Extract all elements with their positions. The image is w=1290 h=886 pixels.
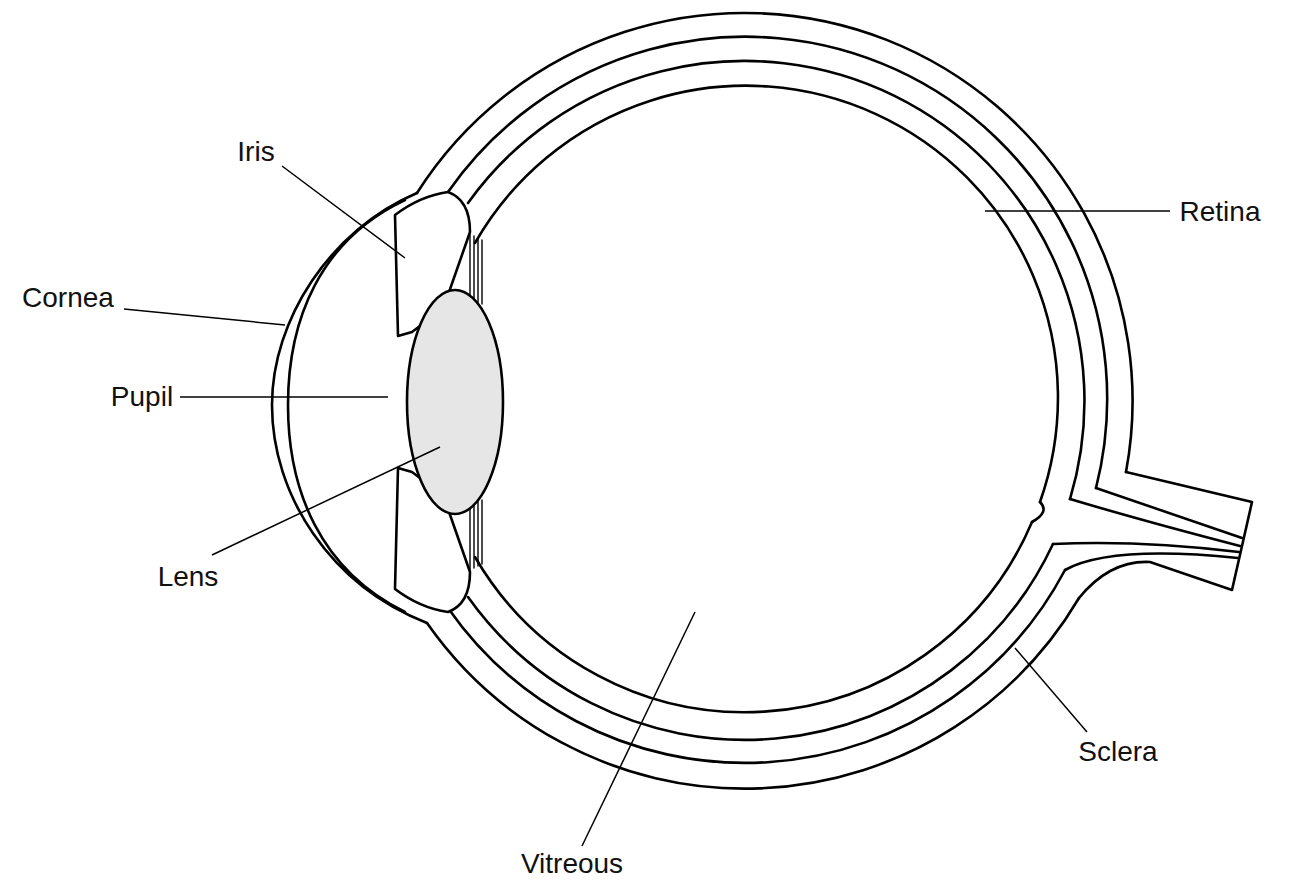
part-label: Pupil <box>111 383 173 411</box>
leader-line <box>582 612 695 846</box>
retina-inner <box>475 522 1032 712</box>
part-label: Sclera <box>1078 738 1157 766</box>
optic-disc <box>1032 502 1044 522</box>
retina-layer <box>468 61 1084 499</box>
leader-line <box>282 166 405 258</box>
part-label: Retina <box>1180 198 1261 226</box>
retina-layer <box>468 544 1053 740</box>
zonule-fibre <box>470 234 482 304</box>
sclera-outline <box>417 13 1133 472</box>
part-label: Iris <box>237 138 274 166</box>
zonule-fibre <box>470 500 482 570</box>
leader-line <box>985 210 1170 212</box>
leader-line <box>212 447 440 555</box>
part-label: Lens <box>158 563 219 591</box>
nerve-fibre <box>1065 554 1238 570</box>
leader-line <box>180 396 388 398</box>
part-label: Vitreous <box>521 850 623 878</box>
choroid-layer <box>448 37 1107 488</box>
nerve-fibre <box>1070 499 1240 546</box>
lens-shape <box>407 290 503 514</box>
leader-line <box>1015 648 1087 732</box>
leader-line <box>124 309 285 325</box>
choroid-layer <box>448 570 1065 763</box>
part-label: Cornea <box>22 284 114 312</box>
retina-inner <box>475 86 1058 502</box>
cornea-inner <box>288 200 405 612</box>
nerve-fibre <box>1053 543 1239 552</box>
optic-nerve <box>1079 472 1252 598</box>
sclera-outline <box>427 598 1079 789</box>
